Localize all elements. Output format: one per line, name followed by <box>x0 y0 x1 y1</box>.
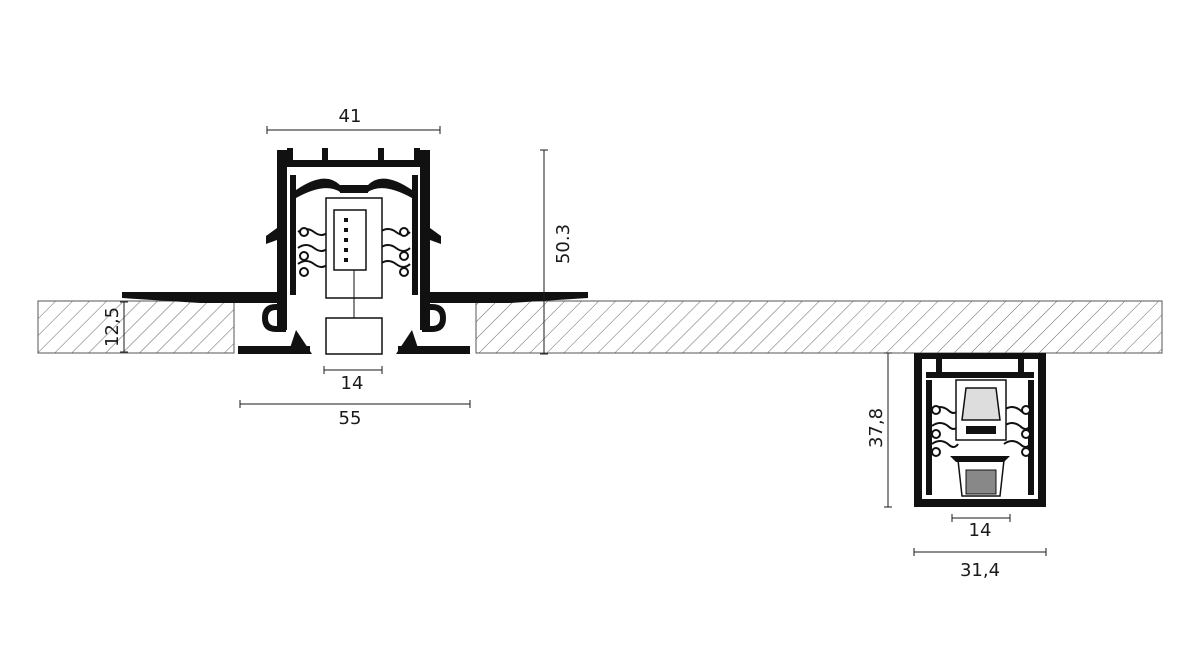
dim-surface-total-width-label: 31,4 <box>960 560 1000 581</box>
dimensions-recessed: 41 50.3 12,5 14 55 <box>102 106 574 429</box>
dim-ceiling-thickness-label: 12,5 <box>102 307 123 347</box>
dim-total-width-label: 55 <box>339 408 362 429</box>
recessed-profile <box>122 148 588 355</box>
dimensions-surface: 37,8 14 31,4 <box>866 352 1047 581</box>
dim-slot-width-label: 14 <box>341 373 364 394</box>
dim-height-label: 50.3 <box>553 224 574 264</box>
dim-top-width-label: 41 <box>339 106 362 127</box>
dim-surface-height-label: 37,8 <box>866 408 887 448</box>
surface-profile <box>914 353 1046 507</box>
ceiling-board <box>37 300 1163 354</box>
dim-surface-slot-width-label: 14 <box>969 520 992 541</box>
